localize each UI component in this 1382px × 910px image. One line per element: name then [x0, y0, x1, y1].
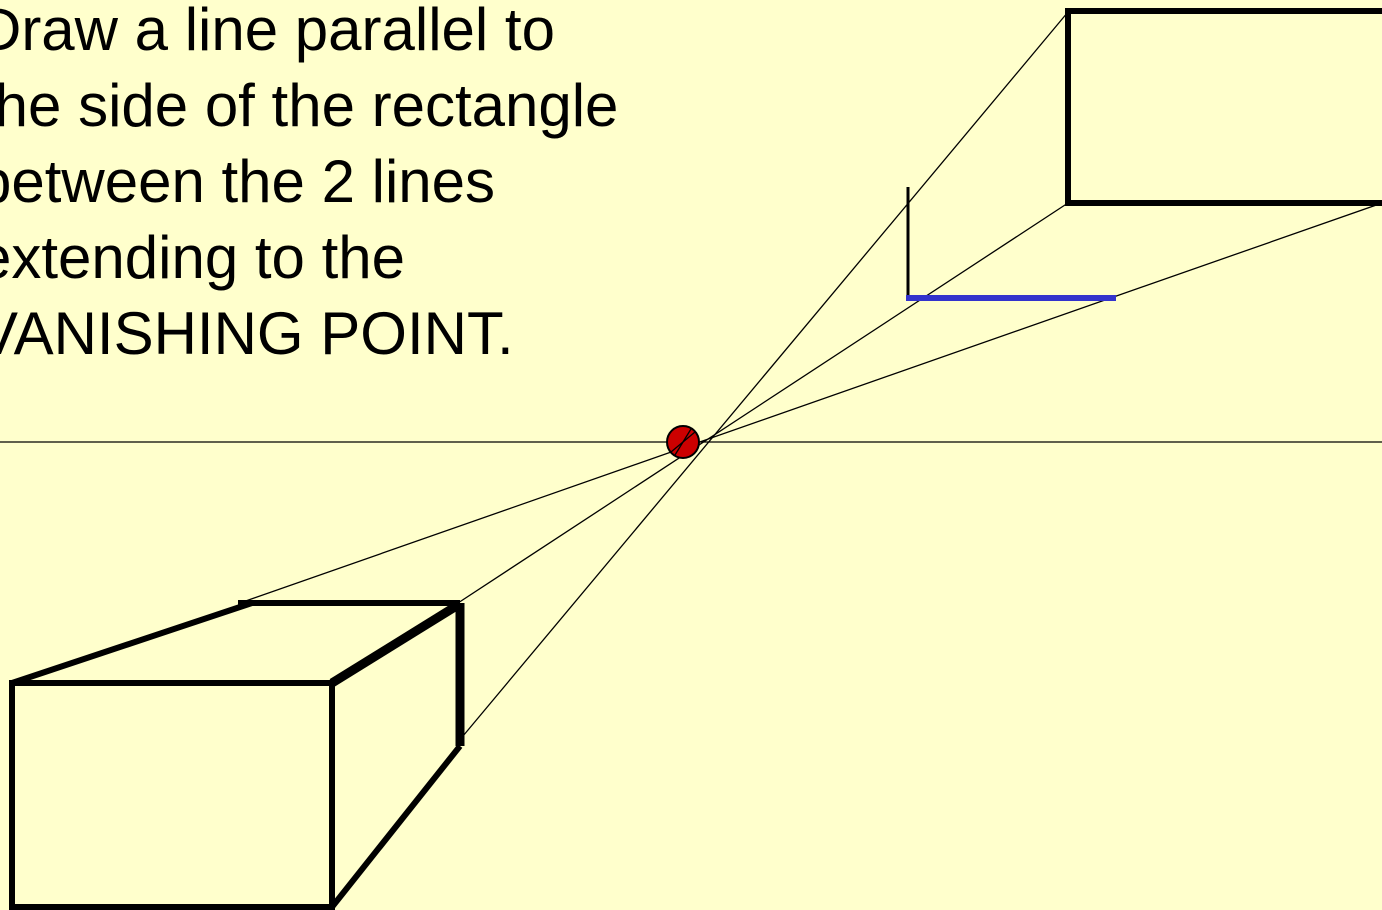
orthogonal-line-bottom-left [457, 202, 1069, 604]
orthogonal-lines [239, 11, 1382, 743]
box-top-left-edge [11, 600, 253, 686]
orthogonal-line-bottom-right [239, 202, 1382, 604]
orthogonal-line-top-left [457, 11, 1069, 743]
box-bottom-right-edge [329, 744, 463, 909]
box-front-face [9, 680, 335, 910]
instruction-line-3: between the 2 lines [0, 148, 496, 215]
instruction-line-5: VANISHING POINT. [0, 300, 514, 367]
instruction-line-1: Draw a line parallel to [0, 0, 555, 63]
vanishing-point-cross-line-2 [674, 428, 692, 456]
instruction-line-4: extending to the [0, 224, 406, 291]
top-right-rectangle [1065, 8, 1382, 206]
instruction-line-2: the side of the rectangle [0, 72, 619, 139]
instruction-text: Draw a line parallel to the side of the … [0, 0, 618, 372]
bottom-left-box [9, 600, 465, 910]
box-top-right-edge [329, 601, 461, 687]
vanishing-point [666, 425, 700, 459]
